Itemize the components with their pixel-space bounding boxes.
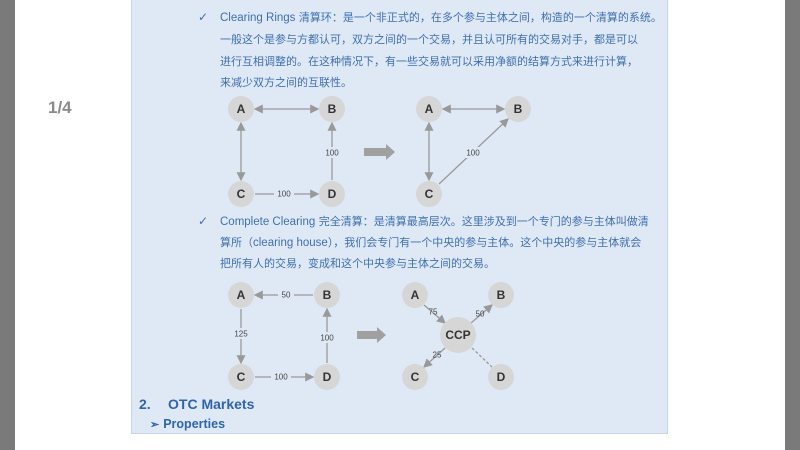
node-label: B — [497, 288, 506, 302]
edge-label: 100 — [277, 190, 291, 199]
section-heading-otc-markets: 2. OTC Markets — [139, 396, 254, 412]
node-d — [319, 181, 345, 207]
transform-arrow-icon — [357, 327, 386, 343]
text-line: 完全清算：是清算最高层次。这里涉及到一个专门的参与主体叫做清 — [315, 215, 649, 228]
edge-a-ccp — [423, 304, 446, 324]
edge-label: 125 — [234, 330, 248, 339]
edge-ccp-c — [423, 347, 446, 368]
edge-label: 100 — [325, 149, 339, 158]
text-line: ），我们会专门有一个中央的参与主体。这个中央的参与主体就会 — [327, 236, 642, 249]
node-c — [416, 181, 442, 207]
node-label: A — [411, 288, 420, 302]
node-a — [228, 96, 254, 122]
edge-label: 25 — [433, 351, 442, 360]
node-d — [314, 364, 340, 390]
node-label: C — [237, 370, 246, 384]
node-label: D — [497, 370, 506, 384]
complete-clearing-before-diagram: 50 125 100 100 A B C D — [228, 282, 340, 390]
text-line: 清算环：是一个非正式的，在多个参与主体之间，构造的一个清算的系统。 — [295, 11, 662, 24]
node-label: A — [237, 102, 246, 116]
node-label: C — [237, 187, 246, 201]
text-line: 算所（clearing house），我们会专门有一个中央的参与主体。这个中央的… — [220, 235, 641, 251]
text-line: Clearing Rings 清算环：是一个非正式的，在多个参与主体之间，构造的… — [220, 10, 662, 26]
subheading-properties: ➢Properties — [150, 417, 225, 431]
edge-label: 100 — [274, 373, 288, 382]
node-b — [314, 282, 340, 308]
text-line: 一般这个是参与方都认可，双方之间的一个交易，并且认可所有的交易对手，都是可以 — [220, 33, 638, 46]
text-line: 来减少双方之间的互联性。 — [220, 76, 352, 89]
node-label: C — [425, 187, 434, 201]
node-c — [228, 181, 254, 207]
edge-label: 100 — [466, 149, 480, 158]
term-clearing-rings: Clearing Rings — [220, 12, 296, 24]
edge-ccp-d — [471, 347, 493, 368]
text-line: Complete Clearing 完全清算：是清算最高层次。这里涉及到一个专门… — [220, 214, 649, 230]
clearing-rings-after-diagram: 100 A B C — [416, 96, 531, 207]
node-c — [402, 364, 428, 390]
transform-arrow-icon — [364, 144, 395, 160]
node-label: C — [411, 370, 420, 384]
node-a — [228, 282, 254, 308]
edge-label: 75 — [429, 308, 438, 317]
viewer-left-margin — [0, 0, 15, 450]
node-label: B — [323, 288, 332, 302]
slide-content-box — [131, 0, 668, 434]
page-indicator: 1/4 — [48, 98, 72, 117]
node-label: B — [514, 102, 523, 116]
check-bullet-icon: ✓ — [198, 10, 209, 24]
node-label: A — [237, 288, 246, 302]
edge-label: 50 — [476, 310, 485, 319]
arrow-bullet-icon: ➢ — [150, 419, 160, 431]
subheading-title: Properties — [163, 417, 226, 431]
node-c — [228, 364, 254, 390]
text-line: 进行互相调整的。在这种情况下，有一些交易就可以采用净额的结算方式来进行计算， — [220, 55, 638, 68]
node-label: B — [328, 102, 337, 116]
text-line: 算所（ — [220, 236, 253, 249]
node-label: A — [425, 102, 434, 116]
node-label: D — [323, 370, 332, 384]
heading-number: 2. — [139, 396, 151, 412]
viewer-right-scrollbar[interactable] — [785, 0, 800, 450]
edge-label: 50 — [282, 291, 291, 300]
node-label: D — [328, 187, 337, 201]
node-a — [402, 282, 428, 308]
complete-clearing-after-diagram: 75 50 25 A B CCP C D — [402, 282, 514, 390]
check-bullet-icon: ✓ — [198, 214, 209, 228]
text-line: 把所有人的交易，变成和这个中央参与主体之间的交易。 — [220, 257, 495, 270]
edge-label: 100 — [320, 334, 334, 343]
node-d — [488, 364, 514, 390]
edge-ccp-b — [470, 304, 493, 324]
node-label: CCP — [445, 328, 470, 342]
term-complete-clearing: Complete Clearing — [220, 216, 316, 228]
node-b — [488, 282, 514, 308]
text-line: clearing house — [253, 237, 328, 249]
node-a — [416, 96, 442, 122]
node-b — [505, 96, 531, 122]
clearing-rings-before-diagram: 100 100 A B C D — [228, 96, 345, 207]
node-b — [319, 96, 345, 122]
node-ccp — [440, 317, 476, 353]
heading-title: OTC Markets — [168, 396, 255, 412]
